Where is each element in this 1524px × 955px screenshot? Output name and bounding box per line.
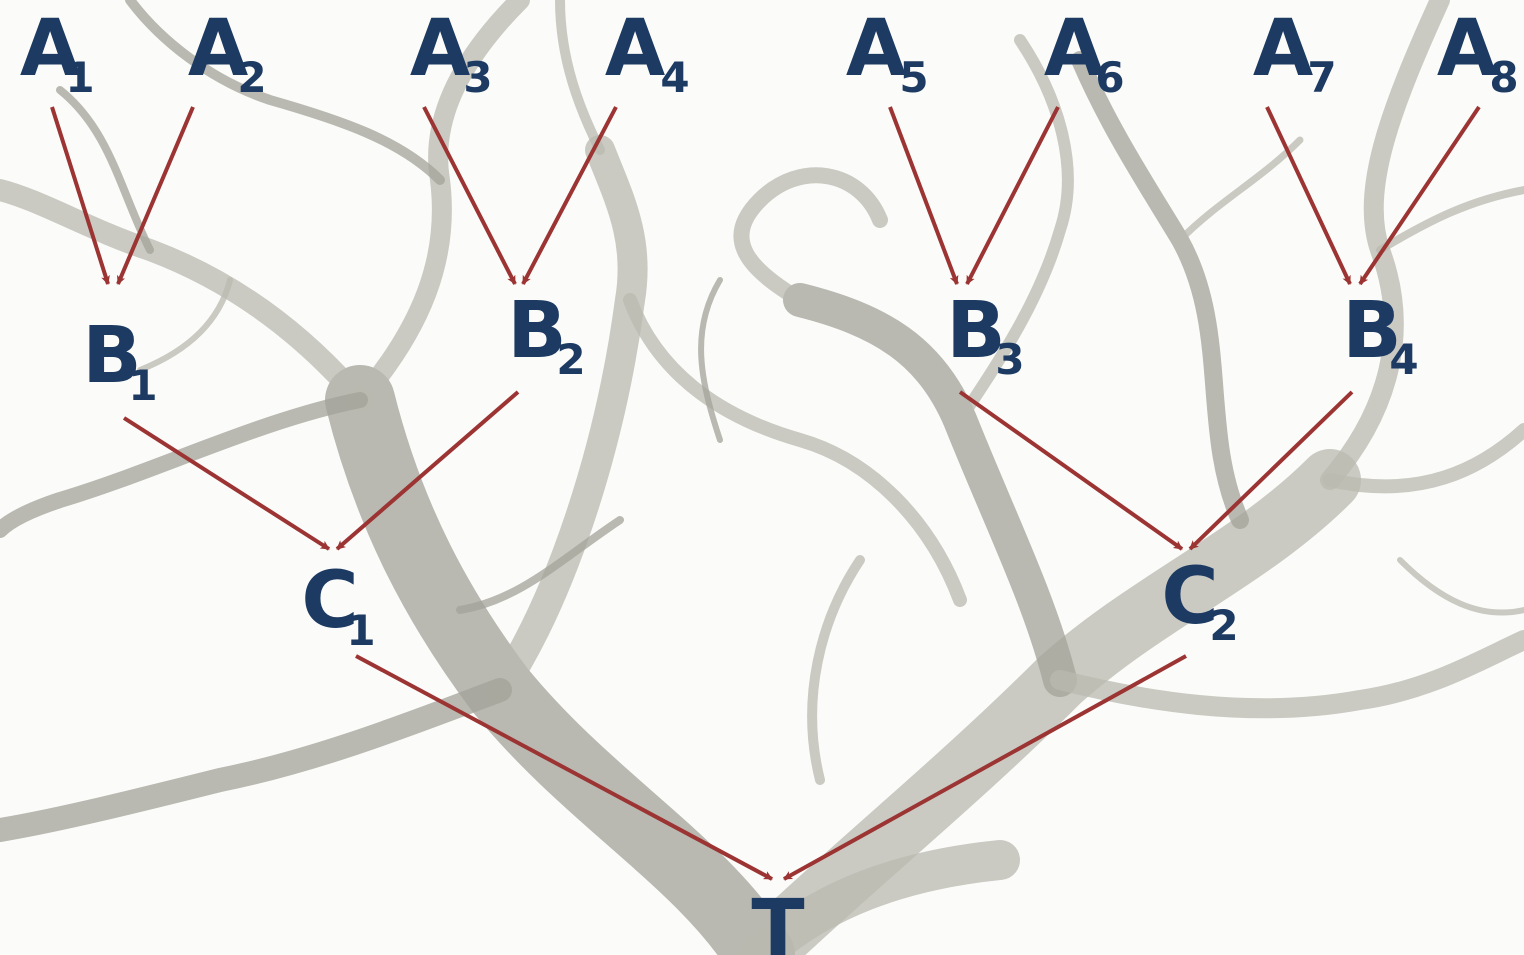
arrow-a6-to-b3 [965, 106, 1060, 285]
node-a2: A2 [188, 4, 267, 102]
node-letter: T [751, 884, 804, 955]
node-a1: A1 [20, 4, 95, 102]
node-subscript: 2 [1209, 601, 1238, 650]
node-a4: A4 [605, 4, 690, 102]
arrow-a3-to-b2 [422, 106, 517, 285]
arrow-a4-to-b2 [521, 106, 618, 285]
tree-branch [485, 135, 648, 705]
node-c1: C1 [301, 556, 375, 655]
node-b3: B3 [946, 286, 1024, 384]
tree-branch [456, 516, 624, 614]
node-a7: A7 [1253, 4, 1337, 102]
tree-branch [325, 365, 795, 955]
tree-branch [0, 392, 368, 538]
node-subscript: 4 [660, 53, 689, 102]
node-subscript: 3 [995, 335, 1024, 384]
node-subscript: 1 [346, 606, 375, 655]
arrow-a5-to-b3 [888, 106, 959, 285]
node-letter: A [410, 4, 470, 94]
node-a6: A6 [1044, 4, 1125, 102]
tree-branch [1176, 136, 1304, 244]
tree-branch [137, 277, 233, 373]
tree-branch [1376, 186, 1524, 254]
node-letter: A [20, 4, 80, 94]
arrow-b3-to-c2 [958, 390, 1184, 551]
arrow-c2-to-t [783, 654, 1187, 881]
node-subscript: 1 [65, 53, 94, 102]
node-b4: B4 [1342, 286, 1418, 384]
node-subscript: 5 [899, 53, 928, 102]
tree-branch [0, 678, 512, 842]
node-subscript: 6 [1095, 53, 1124, 102]
node-letter: B [946, 286, 1005, 376]
tree-branch [555, 0, 605, 155]
node-c2: C2 [1161, 552, 1238, 650]
tree-branch [1050, 630, 1524, 719]
node-subscript: 1 [128, 361, 157, 410]
tree-branch [733, 167, 888, 308]
tree-branch [1323, 423, 1524, 494]
node-b2: B2 [507, 286, 585, 384]
node-letter: A [605, 4, 665, 94]
tree-branch [954, 34, 1074, 426]
node-subscript: 2 [556, 335, 585, 384]
arrow-b2-to-c1 [335, 390, 520, 551]
arrow-a1-to-b1 [50, 106, 110, 285]
tree-branch [125, 0, 445, 185]
tree-branch [1320, 0, 1450, 490]
node-letter: C [1161, 552, 1218, 642]
arrow-a2-to-b1 [116, 106, 195, 285]
node-subscript: 8 [1489, 53, 1518, 102]
node-a8: A8 [1437, 4, 1519, 102]
arrow-c1-to-t [355, 654, 773, 881]
tree-branch [807, 555, 865, 785]
arrow-a8-to-b4 [1358, 105, 1481, 286]
node-subscript: 4 [1389, 335, 1418, 384]
node-letter: A [1253, 4, 1313, 94]
arrow-b1-to-c1 [122, 416, 331, 551]
node-subscript: 3 [463, 53, 492, 102]
tree-branch [740, 840, 1020, 955]
node-letter: B [82, 311, 141, 401]
node-letter: C [301, 556, 358, 646]
node-subscript: 2 [237, 53, 266, 102]
tree-branch [1397, 557, 1524, 616]
arrow-a7-to-b4 [1265, 106, 1352, 285]
node-letter: A [188, 4, 248, 94]
node-letter: B [507, 286, 566, 376]
arrow-b4-to-c2 [1188, 390, 1354, 551]
node-letter: A [1044, 4, 1104, 94]
node-t: T [751, 884, 804, 955]
node-letter: B [1342, 286, 1401, 376]
node-letter: A [1437, 4, 1497, 94]
tree-branch [623, 293, 967, 607]
tree-branch [698, 277, 723, 443]
node-a3: A3 [410, 4, 493, 102]
node-letter: A [846, 4, 906, 94]
tree-branch [1071, 51, 1249, 529]
tree-branch [0, 179, 371, 411]
node-subscript: 7 [1307, 53, 1336, 102]
node-b1: B1 [82, 311, 157, 410]
arrows-layer [50, 105, 1481, 881]
node-a5: A5 [846, 4, 929, 102]
